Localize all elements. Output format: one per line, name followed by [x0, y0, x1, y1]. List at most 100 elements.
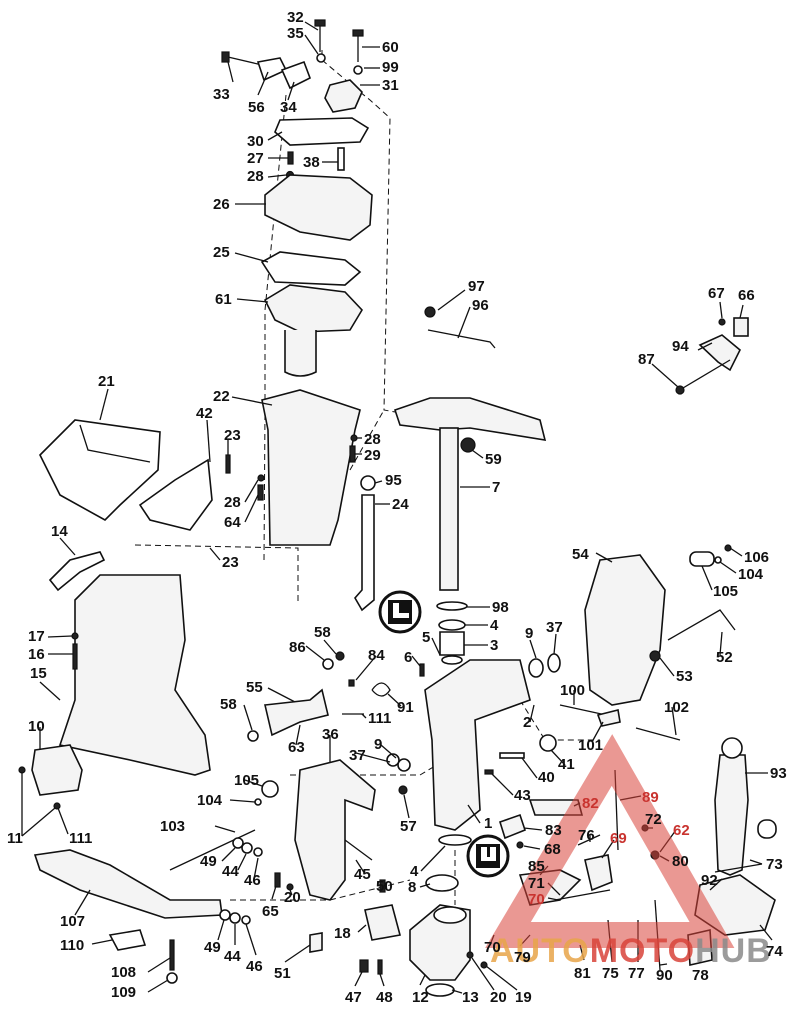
- callout-43: 43: [514, 787, 531, 804]
- callout-59: 59: [485, 451, 502, 468]
- part-washer-99: [353, 65, 363, 75]
- callout-38: 38: [303, 154, 320, 171]
- callout-102: 102: [664, 699, 689, 716]
- callout-100: 100: [560, 682, 585, 699]
- callout-72: 72: [645, 811, 662, 828]
- callout-53: 53: [676, 668, 693, 685]
- part-washer-44b: [229, 912, 241, 924]
- part-cover-10: [31, 744, 83, 796]
- part-pin-76: [577, 834, 601, 846]
- callout-104-upper: 104: [738, 566, 764, 583]
- callout-58-lower: 58: [220, 696, 237, 713]
- part-eye-93: [721, 737, 743, 759]
- callout-61: 61: [215, 291, 232, 308]
- callout-70-lower: 70: [484, 939, 501, 956]
- lubricant-symbol-lower: [466, 834, 510, 878]
- callout-37-lower: 37: [349, 747, 366, 764]
- part-stud-108: [169, 939, 175, 971]
- callout-labels: 32 35 60 99 31 33 56 34 30 27 38 28 26 2…: [7, 9, 787, 1006]
- callout-14: 14: [51, 523, 68, 540]
- watermark-logo: AUTOMOTOHUB: [485, 734, 772, 970]
- callout-109: 109: [111, 984, 136, 1001]
- part-stud-16: [72, 643, 78, 670]
- callout-28-mid: 28: [224, 494, 241, 511]
- part-link-55: [264, 688, 329, 737]
- callout-73: 73: [766, 856, 783, 873]
- part-water-tube-24: [354, 494, 375, 612]
- callout-97: 97: [468, 278, 485, 295]
- part-spring-100: [559, 704, 607, 716]
- part-washer-5: [441, 655, 463, 665]
- callout-24: 24: [392, 496, 409, 513]
- callout-26: 26: [213, 196, 230, 213]
- part-washer-44a: [241, 842, 253, 854]
- callout-103: 103: [160, 818, 185, 835]
- part-pin-6: [419, 663, 425, 677]
- callout-74: 74: [766, 943, 783, 960]
- callout-44-upper: 44: [222, 863, 239, 880]
- callout-95: 95: [385, 472, 402, 489]
- part-bushing-105b: [261, 780, 279, 798]
- callout-51: 51: [274, 965, 291, 982]
- callout-8: 8: [408, 879, 416, 896]
- part-skeg-107: [33, 849, 223, 919]
- callout-32: 32: [287, 9, 304, 26]
- callout-23-upper: 23: [224, 427, 241, 444]
- part-plate-56: [256, 57, 288, 82]
- part-bushing-4b: [438, 834, 472, 846]
- callout-30: 30: [247, 133, 264, 150]
- part-bolt-32: [314, 19, 326, 52]
- part-screw-19: [480, 961, 488, 969]
- callout-21: 21: [98, 373, 115, 390]
- callout-17: 17: [28, 628, 45, 645]
- part-screw-65: [274, 872, 281, 888]
- watermark-text: AUTOMOTOHUB: [490, 932, 772, 970]
- part-cover-42: [138, 458, 213, 531]
- callout-82: 82: [582, 795, 599, 812]
- part-nut-9b: [397, 758, 411, 772]
- part-washer-20b: [466, 951, 474, 959]
- callout-84: 84: [368, 647, 385, 664]
- part-gasket-30: [274, 117, 370, 146]
- callout-41: 41: [558, 756, 575, 773]
- part-bushing-105: [689, 551, 715, 567]
- part-swivel-bracket-1: [424, 659, 531, 831]
- callout-94: 94: [672, 338, 689, 355]
- part-screw-23a: [225, 454, 231, 474]
- callout-67: 67: [708, 285, 725, 302]
- part-nut-57: [398, 785, 408, 795]
- part-washer-37a: [547, 653, 561, 673]
- callout-10: 10: [28, 718, 45, 735]
- part-steering-shaft-7: [439, 427, 459, 591]
- callout-79: 79: [514, 949, 531, 966]
- part-guard-14: [48, 551, 106, 592]
- callout-75: 75: [602, 965, 619, 982]
- part-washer-46b: [241, 915, 251, 925]
- part-pin-67: [718, 318, 726, 326]
- callout-48: 48: [376, 989, 393, 1006]
- callout-42: 42: [196, 405, 213, 422]
- callout-4-upper: 4: [490, 617, 499, 634]
- callout-71: 71: [528, 875, 545, 892]
- part-nut-17: [71, 632, 79, 640]
- part-grommet-95: [360, 475, 376, 491]
- part-bushing-73: [757, 819, 777, 839]
- part-washer-104b: [254, 798, 262, 806]
- part-swivel-12: [409, 904, 471, 981]
- part-clip-48: [377, 959, 383, 975]
- callout-108: 108: [111, 964, 136, 981]
- part-cowl-21-inner: [79, 424, 151, 463]
- part-pin-84: [348, 679, 355, 687]
- callout-36: 36: [322, 726, 339, 743]
- part-lock-101: [596, 709, 621, 727]
- part-steering-arm: [393, 397, 547, 441]
- callout-107: 107: [60, 913, 85, 930]
- callout-64: 64: [224, 514, 241, 531]
- part-screw-97: [424, 306, 436, 318]
- callout-25: 25: [213, 244, 230, 261]
- callout-49-lower: 49: [204, 939, 221, 956]
- part-plate-34: [280, 60, 312, 90]
- part-knob-58a: [247, 730, 259, 742]
- callout-9-upper: 9: [525, 625, 533, 642]
